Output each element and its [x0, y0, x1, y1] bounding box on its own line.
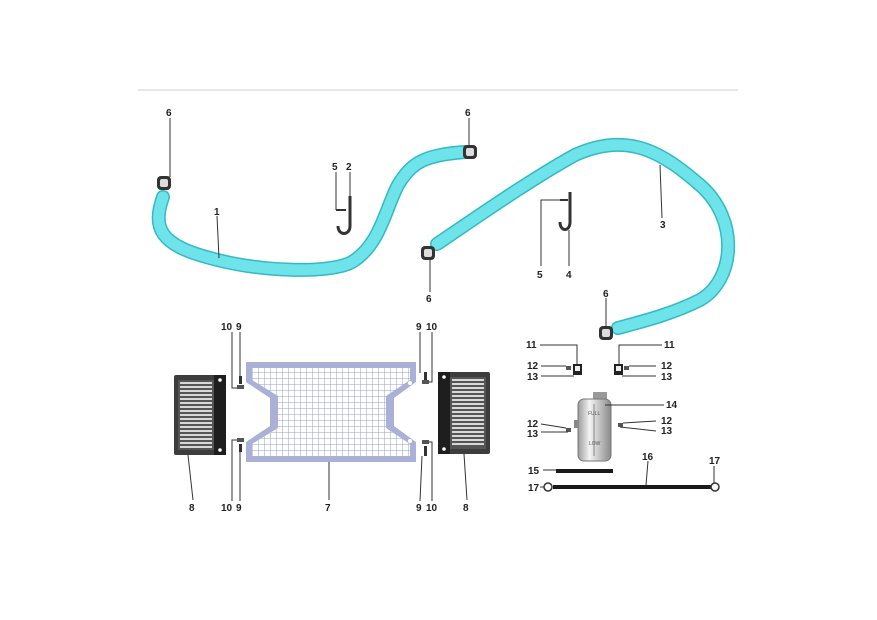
callout-3: 3	[660, 220, 666, 231]
hose-clamp-6a	[157, 176, 171, 190]
fan-shroud-left	[174, 375, 226, 455]
tank-screw-left	[566, 428, 571, 432]
hose-clamp-6c	[421, 246, 435, 260]
hose-clamp-6d	[599, 326, 613, 340]
callout-10c: 10	[221, 503, 233, 514]
callout-9d: 9	[416, 503, 422, 514]
callout-1: 1	[214, 207, 220, 218]
tank-low-mark: LOW	[589, 441, 601, 447]
callout-6a: 6	[166, 108, 172, 119]
callout-7: 7	[325, 503, 331, 514]
callout-13b: 13	[661, 372, 673, 383]
bolt-set-left-bottom	[237, 438, 244, 452]
tank-screw-right	[618, 423, 623, 427]
callout-12b: 12	[661, 361, 673, 372]
coolant-reservoir: FULL LOW	[574, 392, 612, 462]
bolt-set-left-top	[237, 376, 244, 389]
tube-15	[556, 469, 613, 473]
radiator-core	[246, 362, 416, 462]
callout-8b: 8	[463, 503, 469, 514]
callout-12c: 12	[527, 419, 539, 430]
callout-6c: 6	[426, 294, 432, 305]
callout-2: 2	[346, 162, 352, 173]
callout-11a: 11	[526, 340, 537, 351]
callout-5a: 5	[332, 162, 338, 173]
callout-10a: 10	[221, 322, 233, 333]
bolt-set-right-top	[422, 372, 429, 384]
callout-13c: 13	[527, 429, 539, 440]
hose-3	[430, 137, 736, 335]
tank-bracket-left	[573, 364, 582, 375]
callout-17b: 17	[709, 456, 721, 467]
hose-clip-17-right	[710, 482, 720, 492]
callout-9c: 9	[236, 503, 242, 514]
hose-clip-17-left	[543, 482, 553, 492]
callout-9b: 9	[416, 322, 422, 333]
callout-14: 14	[666, 400, 678, 411]
callout-17a: 17	[528, 483, 540, 494]
callout-6b: 6	[465, 108, 471, 119]
callout-labels: 1 2 3 4 5 5 6 6 6 6 10 9 9 10 8 10 9 7 9…	[166, 108, 721, 514]
callout-16: 16	[642, 452, 654, 463]
callout-8a: 8	[189, 503, 195, 514]
hose-clamp-6b	[463, 145, 477, 159]
callout-11b: 11	[664, 340, 675, 351]
callout-4: 4	[566, 270, 572, 281]
overflow-tube-16	[553, 485, 711, 489]
hook-clip-2	[336, 196, 352, 235]
callout-13a: 13	[527, 372, 539, 383]
callout-10b: 10	[426, 322, 438, 333]
bracket-screw-left-top	[566, 366, 571, 370]
callout-6d: 6	[603, 289, 609, 300]
hose-1	[151, 145, 472, 277]
fan-shroud-right	[438, 372, 490, 454]
bolt-set-right-bottom	[422, 440, 429, 456]
tank-full-mark: FULL	[588, 411, 600, 417]
bracket-screw-right-top	[624, 366, 629, 370]
callout-12a: 12	[527, 361, 539, 372]
callout-13d: 13	[661, 426, 673, 437]
callout-12d: 12	[661, 416, 673, 427]
callout-10d: 10	[426, 503, 438, 514]
tank-bracket-right	[614, 364, 623, 375]
hook-clip-4	[558, 192, 572, 231]
callout-15: 15	[528, 466, 540, 477]
callout-5b: 5	[537, 270, 543, 281]
leader-lines	[169, 118, 715, 502]
callout-9a: 9	[236, 322, 242, 333]
